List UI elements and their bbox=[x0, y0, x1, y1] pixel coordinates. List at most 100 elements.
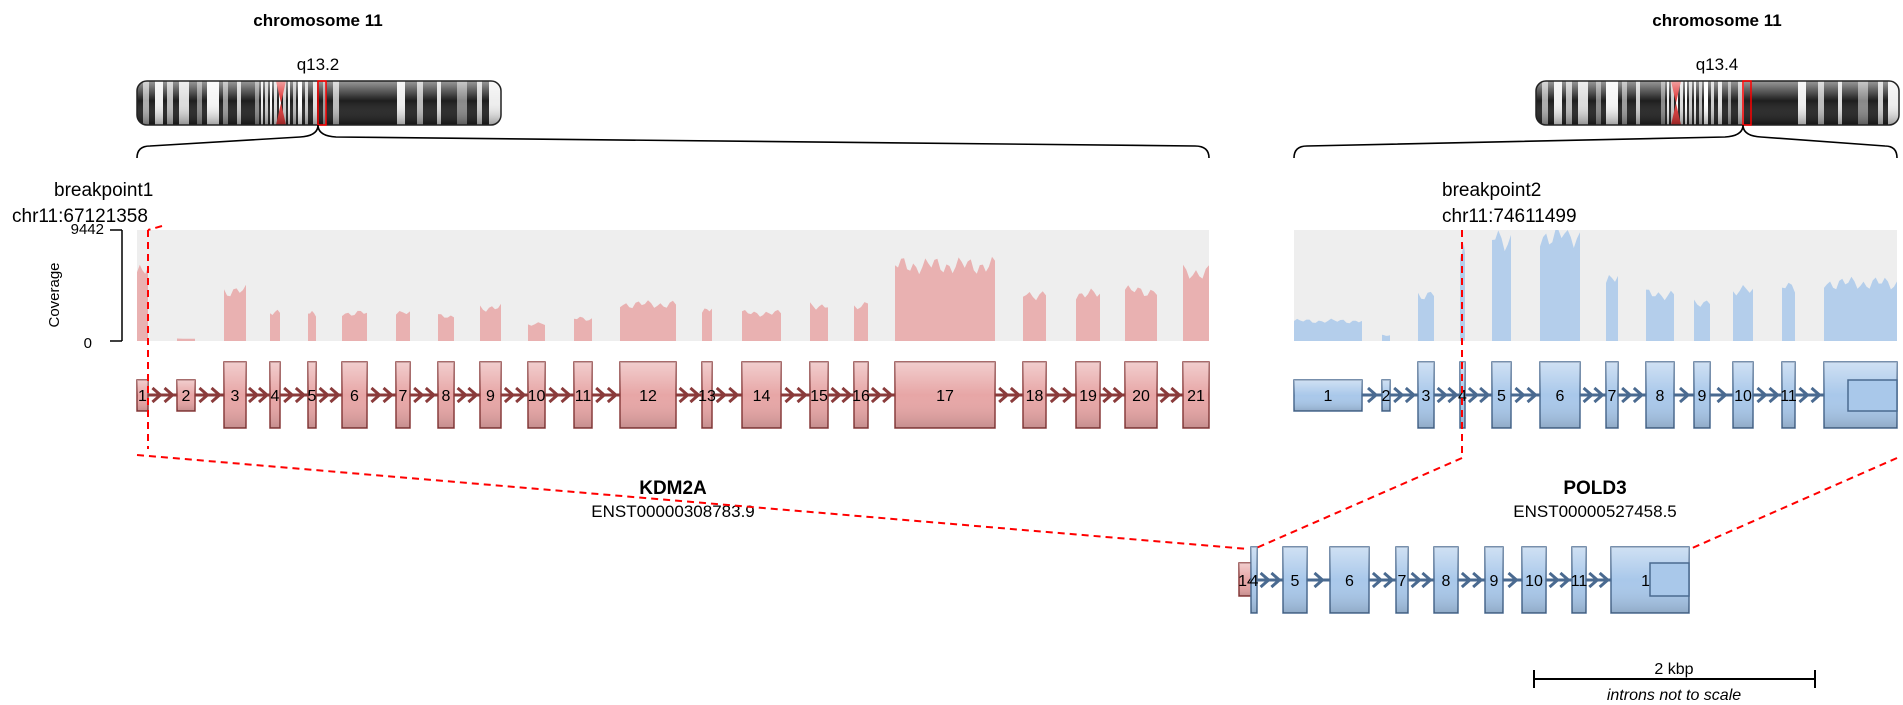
scale-bar-label: 2 kbp bbox=[1654, 661, 1693, 678]
exon-label: 4 bbox=[271, 388, 280, 405]
exon-label: 2 bbox=[1382, 388, 1391, 405]
exon-label: 8 bbox=[1656, 388, 1665, 405]
exon-label: 4 bbox=[1250, 573, 1259, 590]
right-chromosome-ideogram bbox=[1535, 80, 1900, 126]
gene2-coverage-panel bbox=[1294, 230, 1897, 341]
exon-label: 11 bbox=[1571, 573, 1588, 590]
gene1-coverage-track bbox=[137, 256, 1209, 341]
breakpoint2-to-fusion-line bbox=[1253, 457, 1463, 550]
coverage-peak bbox=[1606, 275, 1618, 341]
coverage-max-label: 9442 bbox=[71, 221, 104, 238]
breakpoint1-top-connector bbox=[147, 225, 163, 231]
exon-label: 17 bbox=[936, 388, 954, 405]
exon-label: 16 bbox=[852, 388, 870, 405]
coverage-peak bbox=[308, 310, 316, 341]
exon-label: 15 bbox=[810, 388, 828, 405]
coverage-peak bbox=[742, 309, 781, 341]
coverage-peak bbox=[895, 256, 995, 341]
exon-label: 5 bbox=[1291, 573, 1300, 590]
coverage-peak bbox=[342, 310, 367, 341]
exon-label: 4 bbox=[1458, 388, 1467, 405]
coverage-peak bbox=[854, 302, 868, 341]
gene1-start-to-fusion-line bbox=[136, 454, 1249, 550]
exon-label: 19 bbox=[1079, 388, 1097, 405]
exon-label: 8 bbox=[442, 388, 451, 405]
coverage-axis: 9442 0 Coverage bbox=[46, 221, 123, 352]
exon-label: 13 bbox=[698, 388, 716, 405]
coverage-peak bbox=[1183, 264, 1209, 341]
exon-label: 7 bbox=[1608, 388, 1617, 405]
exon-label: 7 bbox=[1398, 573, 1407, 590]
exon-label: 12 bbox=[639, 388, 657, 405]
coverage-peak bbox=[1694, 299, 1710, 341]
breakpoint2-label: breakpoint2 bbox=[1442, 180, 1541, 201]
exon-label: 9 bbox=[1698, 388, 1707, 405]
coverage-peak bbox=[396, 311, 410, 341]
right-chromosome-band: q13.4 bbox=[1696, 55, 1739, 74]
coverage-min-label: 0 bbox=[84, 335, 92, 352]
exon-label: 1 bbox=[138, 388, 147, 405]
coverage-peak bbox=[270, 309, 280, 341]
exon-label: 20 bbox=[1132, 388, 1150, 405]
exon-label: 10 bbox=[528, 388, 546, 405]
coverage-peak bbox=[224, 284, 246, 341]
left-zoom-brace bbox=[136, 124, 1210, 159]
exon-label: 11 bbox=[575, 388, 592, 405]
coverage-peak bbox=[1540, 230, 1580, 341]
exon-label: 7 bbox=[399, 388, 408, 405]
right-zoom-brace bbox=[1293, 124, 1898, 159]
exon-label: 18 bbox=[1026, 388, 1044, 405]
coverage-peak bbox=[480, 303, 501, 341]
exon-label: 11 bbox=[1780, 388, 1797, 405]
gene1-name: KDM2A bbox=[639, 478, 707, 499]
coverage-peak bbox=[137, 264, 148, 341]
coverage-peak bbox=[1824, 276, 1897, 341]
coverage-peak bbox=[620, 300, 676, 341]
breakpoint2-position: chr11:74611499 bbox=[1442, 206, 1577, 227]
exon-label: 8 bbox=[1442, 573, 1451, 590]
gene1-transcript-id: ENST00000308783.9 bbox=[591, 502, 755, 521]
exon-label: 3 bbox=[1422, 388, 1431, 405]
scale-bar: 2 kbp introns not to scale bbox=[1533, 661, 1816, 704]
left-highlight-region bbox=[317, 80, 327, 126]
exon-label: 5 bbox=[308, 388, 317, 405]
coverage-peak bbox=[528, 322, 545, 341]
exon-label: 6 bbox=[1556, 388, 1565, 405]
right-highlight-region bbox=[1742, 80, 1752, 126]
gene2-name: POLD3 bbox=[1563, 478, 1626, 499]
exon-label: 1 bbox=[1324, 388, 1333, 405]
coverage-peak bbox=[1782, 282, 1795, 341]
exon-label: 10 bbox=[1525, 573, 1543, 590]
breakpoint1-label: breakpoint1 bbox=[54, 180, 153, 201]
coverage-peak bbox=[702, 308, 712, 341]
exon-label: 3 bbox=[231, 388, 240, 405]
exon-label: 5 bbox=[1497, 388, 1506, 405]
gene2-end-to-fusion-line bbox=[1689, 457, 1898, 550]
coverage-peak bbox=[1733, 285, 1753, 341]
coverage-peak bbox=[1125, 285, 1157, 341]
exon-label: 2 bbox=[182, 388, 191, 405]
left-chromosome-title: chromosome 11 bbox=[253, 11, 382, 30]
coverage-peak bbox=[177, 338, 195, 341]
breakpoint-lines bbox=[136, 225, 1898, 550]
coverage-peak bbox=[1382, 334, 1390, 341]
coverage-axis-label: Coverage bbox=[46, 262, 63, 327]
exon-label: 6 bbox=[1345, 573, 1354, 590]
right-chromosome-title: chromosome 11 bbox=[1652, 11, 1781, 30]
gene2-transcript-id: ENST00000527458.5 bbox=[1513, 502, 1677, 521]
coverage-peak bbox=[438, 314, 454, 341]
exon-label: 14 bbox=[753, 388, 771, 405]
coverage-peak bbox=[1646, 289, 1674, 341]
fusion-transcript-track: 14456789101112 bbox=[1238, 546, 1690, 614]
exon-label: 9 bbox=[486, 388, 495, 405]
coverage-peak bbox=[574, 316, 592, 341]
exon-label: 6 bbox=[350, 388, 359, 405]
coverage-peak bbox=[1076, 288, 1100, 341]
breakpoint1-position: chr11:67121358 bbox=[12, 206, 148, 227]
coverage-peak bbox=[1418, 291, 1434, 341]
coverage-peak bbox=[1294, 318, 1362, 341]
coverage-peak bbox=[1023, 291, 1046, 341]
